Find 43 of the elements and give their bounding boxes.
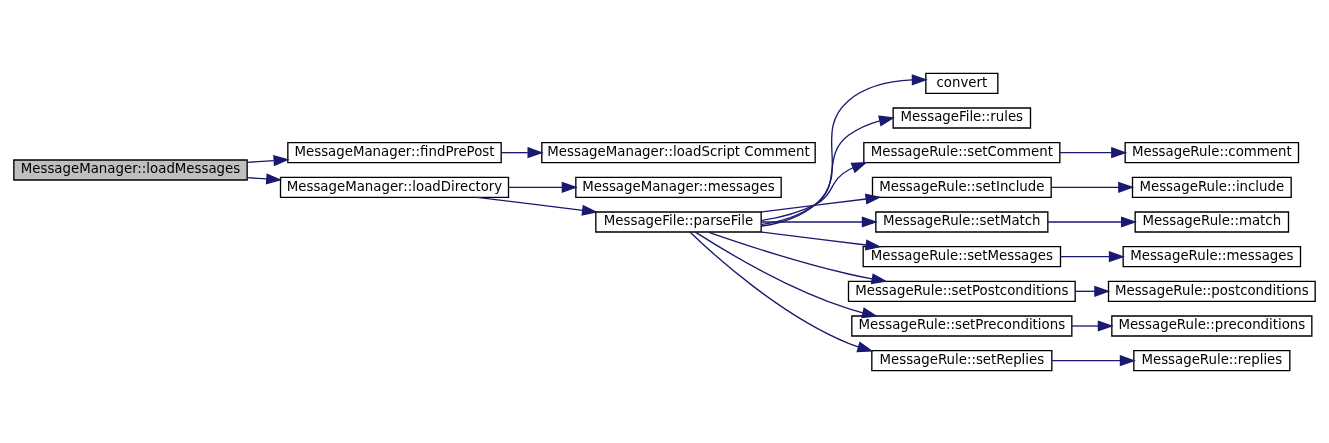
arrow [694,231,878,318]
arrow [760,73,928,227]
arrow [1050,181,1135,193]
node-box: MessageFile::parseFile [595,210,762,233]
arrow [1071,319,1114,332]
arrow [1059,250,1125,262]
node-box: MessageRule::setInclude [871,176,1052,198]
arrow [1051,354,1136,366]
node-box: MessageManager::messages [575,176,782,198]
node-box: MessageManager::findPrePost [287,141,502,163]
arrow [689,231,874,352]
arrow [1047,215,1137,228]
node-box: MessageRule::setPreconditions [851,314,1073,337]
arrow [1074,285,1111,297]
arrow [760,230,882,250]
node-box: MessageRule::include [1131,176,1292,198]
arrow [246,154,290,166]
node-box: MessageRule::postconditions [1107,280,1316,302]
arrow [246,172,283,184]
node-box: MessageRule::comment [1124,141,1300,163]
node-box: MessageManager::loadDirectory [279,176,510,198]
arrow [500,146,544,158]
node-box: MessageRule::setPostconditions [847,280,1076,302]
arrow [760,114,895,225]
arrow [760,193,882,213]
node-box: MessageRule::replies [1133,349,1291,371]
node-box: MessageRule::preconditions [1111,314,1313,337]
arrow [760,215,878,228]
node-box: MessageManager::loadMessages [13,158,248,181]
arrow [760,161,868,221]
node-box: convert [925,72,999,94]
arrow [476,196,598,216]
node-box: MessageRule::setComment [863,141,1061,163]
node-box: MessageFile::rules [892,106,1032,129]
arrow [508,181,578,193]
node-box: MessageRule::setMatch [875,210,1049,233]
node-box: MessageRule::setMessages [862,245,1062,267]
node-box: MessageManager::loadScript Comment [541,141,816,163]
node-box: MessageRule::setReplies [871,349,1053,371]
arrow [1059,146,1128,158]
arrow [707,230,888,284]
node-box: MessageRule::match [1134,210,1290,233]
node-box: MessageRule::messages [1122,245,1302,267]
